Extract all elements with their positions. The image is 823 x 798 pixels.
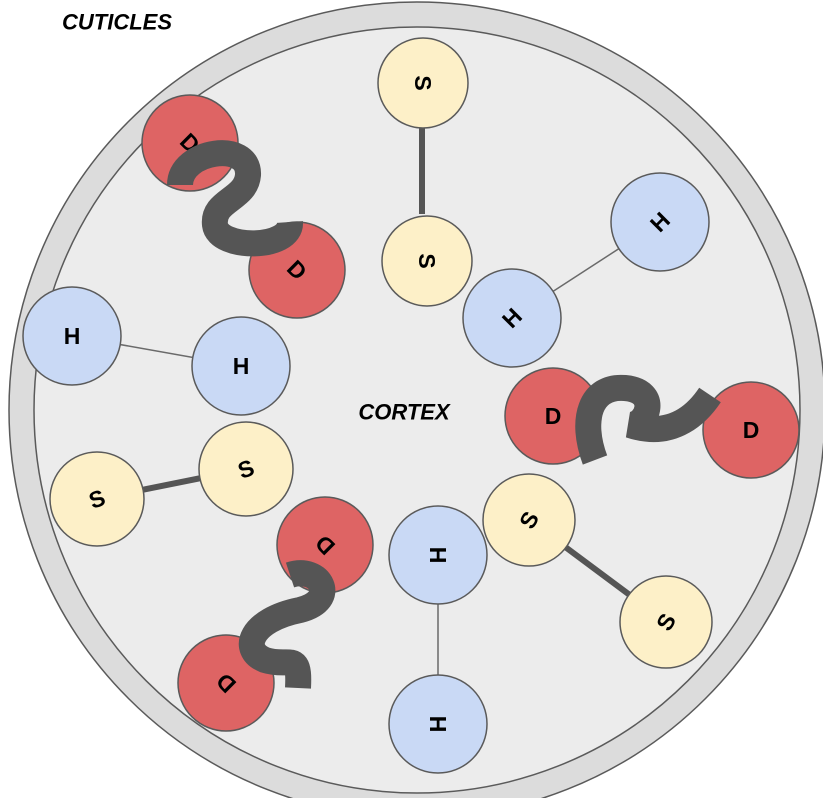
- hydrogen-atom: [610, 172, 710, 272]
- salt-atom: [619, 575, 713, 669]
- disulfide-atom: [702, 381, 800, 479]
- salt-bond-bottom-right: S S: [482, 473, 713, 669]
- atom-label: S: [414, 253, 440, 268]
- salt-atom: [482, 473, 576, 567]
- salt-atom: [377, 37, 469, 129]
- hydrogen-bond-right-upper: H H: [462, 172, 710, 368]
- atom-label: H: [425, 547, 451, 564]
- cuticles-label: CUTICLES: [62, 10, 172, 35]
- salt-atom: [381, 215, 473, 307]
- hydrogen-atom: [191, 316, 291, 416]
- cortex-label: CORTEX: [358, 400, 451, 425]
- disulfide-link: [238, 560, 336, 689]
- atom-label: H: [233, 353, 250, 379]
- disulfide-bond-bottom-left: D D: [177, 496, 374, 732]
- hydrogen-bond-bottom: H H: [388, 505, 488, 774]
- atom-label: D: [545, 403, 562, 429]
- hydrogen-atom: [388, 674, 488, 774]
- atom-label: D: [743, 417, 760, 443]
- disulfide-link: [167, 140, 303, 257]
- salt-atom: [198, 421, 294, 517]
- hydrogen-atom: [22, 286, 122, 386]
- hydrogen-bond-left: H H: [22, 286, 291, 416]
- salt-atom: [49, 451, 145, 547]
- disulfide-bond-top-left: D D: [141, 94, 346, 319]
- atom-label: H: [425, 716, 451, 733]
- disulfide-bond-right: D D: [504, 367, 800, 479]
- salt-bond-top: S S: [377, 37, 473, 307]
- hydrogen-atom: [462, 268, 562, 368]
- disulfide-link: [575, 374, 721, 465]
- atom-label: H: [64, 323, 81, 349]
- salt-bond-left: S S: [49, 421, 294, 547]
- atom-label: S: [410, 75, 436, 90]
- hydrogen-atom: [388, 505, 488, 605]
